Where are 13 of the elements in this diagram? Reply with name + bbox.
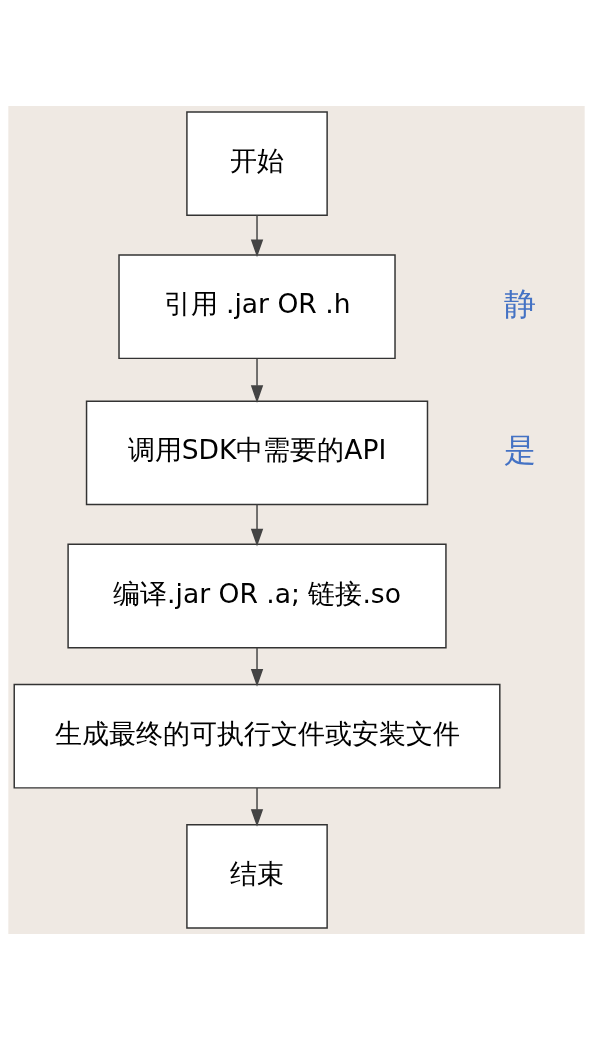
label: 静: [503, 284, 536, 323]
node-box: 调用SDK中需要的API: [85, 399, 429, 505]
node-box: 引用 .jar OR .h: [118, 253, 396, 359]
arrow: [250, 214, 264, 257]
node-box: 结束: [186, 823, 328, 929]
arrow: [250, 646, 264, 687]
label: 是: [503, 430, 536, 469]
node-box: 开始: [186, 110, 328, 216]
arrow: [250, 357, 264, 403]
arrow: [250, 786, 264, 827]
node-box: 生成最终的可执行文件或安装文件: [13, 683, 501, 789]
arrow: [250, 503, 264, 546]
node-box: 编译.jar OR .a; 链接.so: [67, 543, 447, 648]
